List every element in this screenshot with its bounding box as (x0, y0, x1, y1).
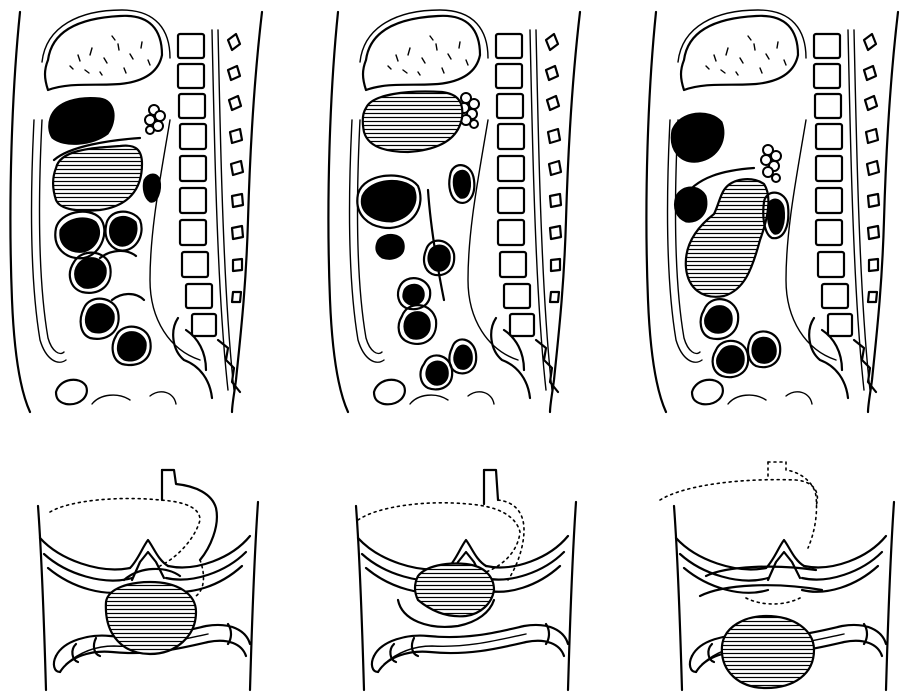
pancreas-lobule (761, 145, 781, 182)
stomach (106, 582, 196, 654)
stomach (53, 146, 142, 211)
liver-outline (358, 503, 520, 572)
frontal-view-3 (660, 462, 894, 690)
sagittal-section-2 (328, 10, 580, 412)
liver-outline (660, 480, 817, 506)
stomach (363, 92, 463, 152)
pancreas-lobule (145, 105, 165, 134)
frontal-view-2 (356, 470, 576, 690)
colon-gas (49, 98, 114, 145)
sagittal-section-3 (646, 10, 898, 412)
stomach (415, 564, 494, 617)
frontal-view-1 (38, 470, 258, 690)
sagittal-section-1 (10, 10, 262, 412)
stomach (722, 616, 814, 688)
liver-outline (50, 499, 200, 567)
